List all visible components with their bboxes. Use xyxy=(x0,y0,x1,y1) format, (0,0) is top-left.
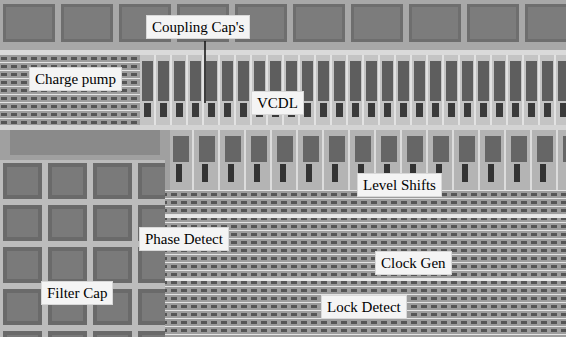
part-label: VCDL xyxy=(252,92,303,114)
part-label: Level Shifts xyxy=(358,174,441,196)
part-label: Charge pump xyxy=(30,68,121,90)
part-label: Phase Detect xyxy=(140,228,228,250)
part-label: Coupling Cap's xyxy=(147,16,249,38)
part-label: Lock Detect xyxy=(322,296,406,318)
part-label: Filter Cap xyxy=(42,282,112,304)
part-label: Clock Gen xyxy=(376,252,451,274)
